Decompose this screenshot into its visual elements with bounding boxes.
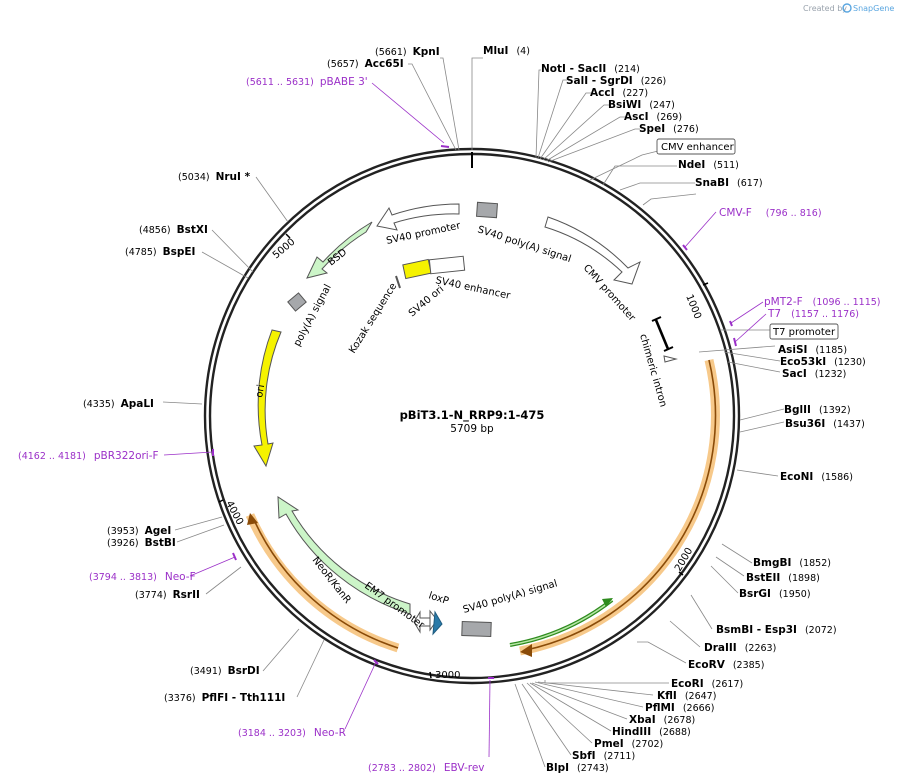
site-sbfi: SbfI(2711) xyxy=(572,750,635,762)
site-bglii: BglII(1392) xyxy=(784,404,851,416)
t7-promoter-arrow xyxy=(663,355,678,363)
polya-signal-shape xyxy=(287,292,307,312)
site-bsrdi: (3491)BsrDI xyxy=(190,665,260,677)
site-asci: AscI(269) xyxy=(624,111,682,123)
site-spei: SpeI(276) xyxy=(639,123,699,135)
orf-arrowhead-left xyxy=(247,513,258,525)
chimeric-intron-label: chimeric intron xyxy=(637,333,668,409)
primer-ebv-rev: (2783 .. 2802)EBV-rev xyxy=(368,762,485,774)
site-kpni: (5661)KpnI xyxy=(375,46,440,58)
site-draiii: DraIII(2263) xyxy=(704,642,776,654)
site-nrui: (5034)NruI * xyxy=(178,171,251,183)
cmv-promoter-shape xyxy=(544,216,641,285)
kozak-label: Kozak sequence xyxy=(347,281,399,355)
site-sali: SalI - SgrDI(226) xyxy=(566,75,666,87)
site-labels: MluI(4) (5661)KpnI (5657)Acc65I NotI - S… xyxy=(83,45,866,774)
site-ndei: NdeI(511) xyxy=(678,159,739,171)
loxp-label: loxP xyxy=(427,590,450,607)
green-orf-inner xyxy=(509,599,613,646)
neor-kanr-shape xyxy=(277,496,411,615)
site-bstxi: (4856)BstXI xyxy=(139,224,208,236)
site-ecori: EcoRI(2617) xyxy=(671,678,743,690)
sv40-polya-bottom-label: SV40 poly(A) signal xyxy=(462,578,559,615)
primer-t7: T7(1157 .. 1176) xyxy=(767,308,859,320)
plasmid-name: pBiT3.1-N_RRP9:1-475 xyxy=(400,408,545,423)
tick-3000: 3000 xyxy=(435,670,460,681)
cmv-enhancer-box xyxy=(656,138,736,155)
primer-neo-r: (3184 .. 3203)Neo-R xyxy=(238,727,346,739)
primer-pmt2-f: pMT2-F(1096 .. 1115) xyxy=(764,296,881,308)
primer-pbabe3: (5611 .. 5631)pBABE 3' xyxy=(246,76,368,88)
t7-promoter-label: T7 promoter xyxy=(772,327,836,338)
bsd-shape xyxy=(306,221,373,279)
site-eco53ki: Eco53kI(1230) xyxy=(780,356,866,368)
em7-promoter-label: EM7 promoter xyxy=(362,581,427,632)
site-hindiii: HindIII(2688) xyxy=(612,726,691,738)
tick-marks xyxy=(218,233,709,679)
site-bsmbi: BsmBI - Esp3I(2072) xyxy=(716,624,837,636)
site-agei: (3953)AgeI xyxy=(107,525,171,537)
site-bsrgi: BsrGI(1950) xyxy=(739,588,811,600)
orf-arrowhead-right xyxy=(520,644,532,657)
site-acci: AccI(227) xyxy=(590,87,648,99)
plasmid-length: 5709 bp xyxy=(450,423,494,435)
site-pflmi: PflMI(2666) xyxy=(645,702,714,714)
loxp-shape xyxy=(432,610,443,636)
cmv-enhancer-label: CMV enhancer xyxy=(661,142,735,153)
site-ecorv: EcoRV(2385) xyxy=(688,659,764,671)
site-bstbi: (3926)BstBI xyxy=(107,537,176,549)
site-apali: (4335)ApaLI xyxy=(83,398,154,410)
site-mlui: MluI(4) xyxy=(483,45,530,57)
primer-labels: (5611 .. 5631)pBABE 3' CMV-F(796 .. 816)… xyxy=(18,76,881,774)
created-by-label: Created by xyxy=(803,4,847,13)
sv40-polya-top-shape xyxy=(476,201,498,219)
sv40-promoter-shape xyxy=(376,203,460,231)
site-acc65i: (5657)Acc65I xyxy=(327,58,404,70)
site-pmei: PmeI(2702) xyxy=(594,738,663,750)
sv40-enhancer-label: SV40 enhancer xyxy=(434,275,512,302)
site-pflfi: (3376)PflFI - Tth111I xyxy=(164,692,285,704)
primer-neo-f: (3794 .. 3813)Neo-F xyxy=(89,571,196,583)
kozak-marker xyxy=(395,275,401,289)
ori-shape xyxy=(253,329,282,468)
primer-pbr322ori-f: (4162 .. 4181)pBR322ori-F xyxy=(18,450,159,462)
site-bsu36i: Bsu36I(1437) xyxy=(785,418,865,430)
site-saci: SacI(1232) xyxy=(782,368,846,380)
sv40-ori-shape xyxy=(402,258,432,280)
sv40-ori-label: SV40 ori xyxy=(407,284,446,319)
site-snabi: SnaBI(617) xyxy=(695,177,763,189)
orf-line-left xyxy=(253,519,399,649)
snapgene-logo-icon xyxy=(842,3,852,13)
site-econi: EcoNI(1586) xyxy=(780,471,853,483)
site-blpi: BlpI(2743) xyxy=(546,762,609,774)
chimeric-intron-shape xyxy=(654,319,670,350)
tick-5000: 5000 xyxy=(271,237,298,262)
brand-name: SnapGene xyxy=(853,4,894,13)
site-bmgbi: BmgBI(1852) xyxy=(753,557,831,569)
site-bsteii: BstEII(1898) xyxy=(746,572,820,584)
green-orf-arrowhead xyxy=(602,598,613,607)
sv40-polya-bottom-shape xyxy=(461,620,492,638)
ori-label: ori xyxy=(254,384,267,399)
site-noti: NotI - SacII(214) xyxy=(541,63,640,75)
site-xbai: XbaI(2678) xyxy=(629,714,695,726)
primer-cmv-f: CMV-F(796 .. 816) xyxy=(719,207,822,219)
t7-promoter-box xyxy=(769,323,839,340)
site-rsrii: (3774)RsrII xyxy=(135,589,200,601)
bsd-label: BSD xyxy=(326,247,349,269)
orf-highlight-left xyxy=(245,513,400,653)
site-bspei: (4785)BspEI xyxy=(125,246,195,258)
site-kfli: KflI(2647) xyxy=(657,690,716,702)
tick-1000: 1000 xyxy=(683,293,703,321)
orf-line-right xyxy=(525,359,717,651)
sv40-enhancer-shape xyxy=(428,255,466,275)
site-bsiwi: BsiWI(247) xyxy=(608,99,675,111)
orf-highlight-right xyxy=(519,358,720,656)
leader-lines xyxy=(162,57,785,768)
site-asisi: AsiSI(1185) xyxy=(778,344,847,356)
sv40-promoter-label: SV40 promoter xyxy=(385,220,462,247)
